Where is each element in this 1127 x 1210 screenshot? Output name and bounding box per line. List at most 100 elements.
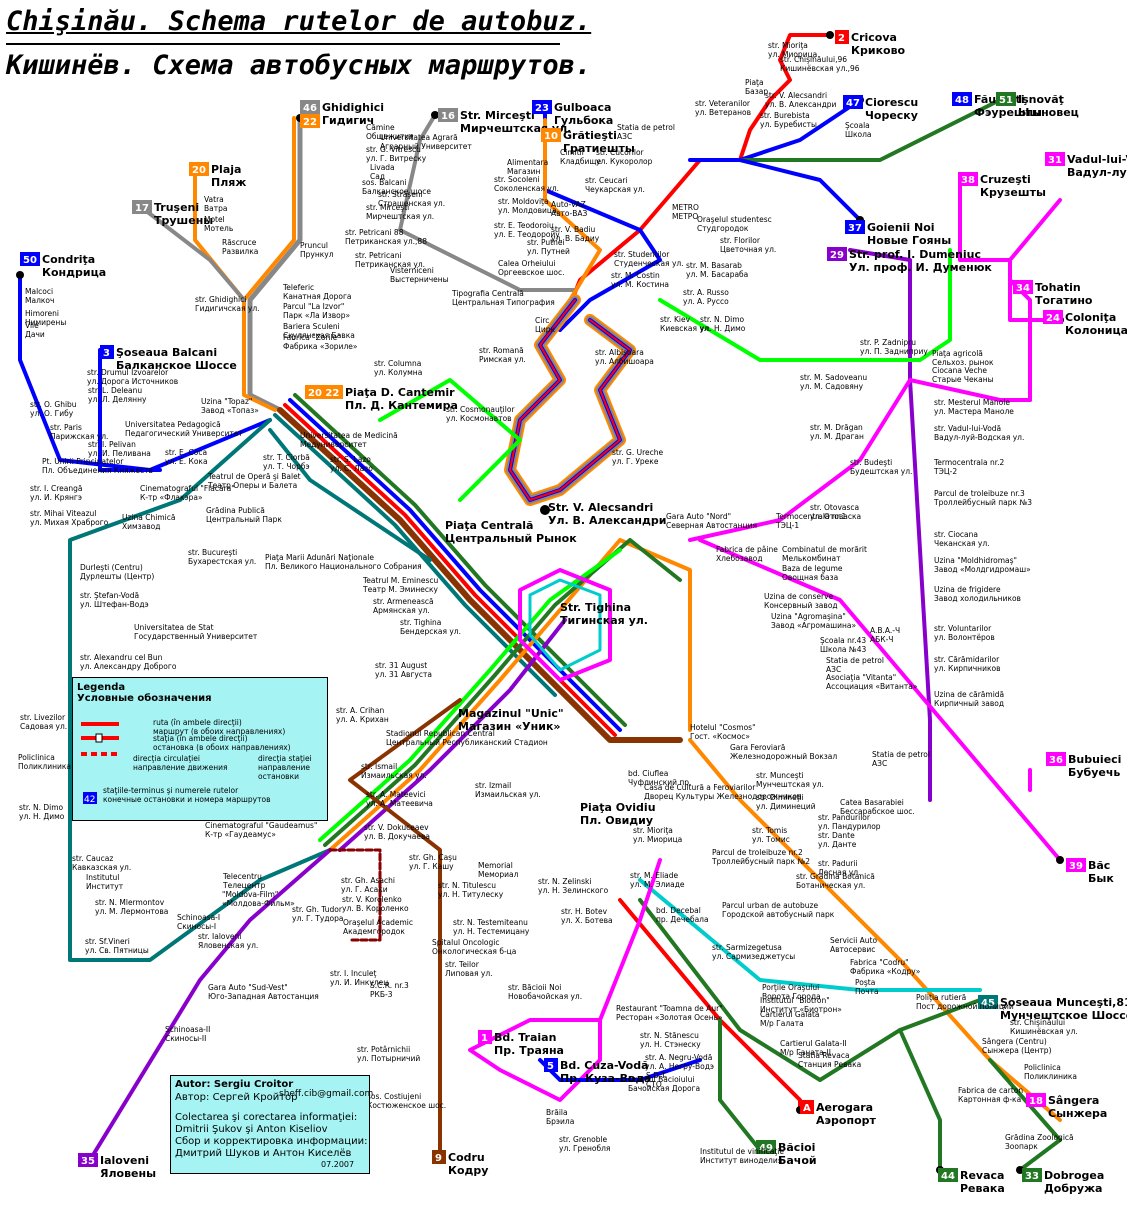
stop-label[interactable]: Uzina "Agromaşina"Завод «Агромашина»: [771, 612, 856, 630]
stop-label[interactable]: Uzina "Topaz"Завод «Топаз»: [201, 397, 259, 415]
stop-label[interactable]: Cinematograful "Flacăra"К-тр «Флакэра»: [140, 484, 235, 502]
stop-label[interactable]: Sângera (Centru)Сынжера (Центр): [982, 1037, 1052, 1055]
stop-label[interactable]: Uzina "Moldhidromaş"Завод «Молдгидромаш»: [934, 556, 1031, 574]
stop-label[interactable]: Fabrica "Zorile"Фабрика «Зориле»: [283, 333, 358, 351]
stop-label[interactable]: Cartierul Galata-IIМ/р Ганата-II: [780, 1039, 847, 1057]
stop-label[interactable]: Cinematograful "Gaudeamus"К-тр «Гаудеаму…: [205, 821, 317, 839]
stop-label[interactable]: Durleşti (Centru)Дурлешты (Центр): [80, 563, 154, 581]
author-email[interactable]: sheff.cib@gmail.com: [279, 1089, 374, 1099]
stop-label[interactable]: Hotelul "Cosmos"Гост. «Космос»: [690, 723, 756, 741]
